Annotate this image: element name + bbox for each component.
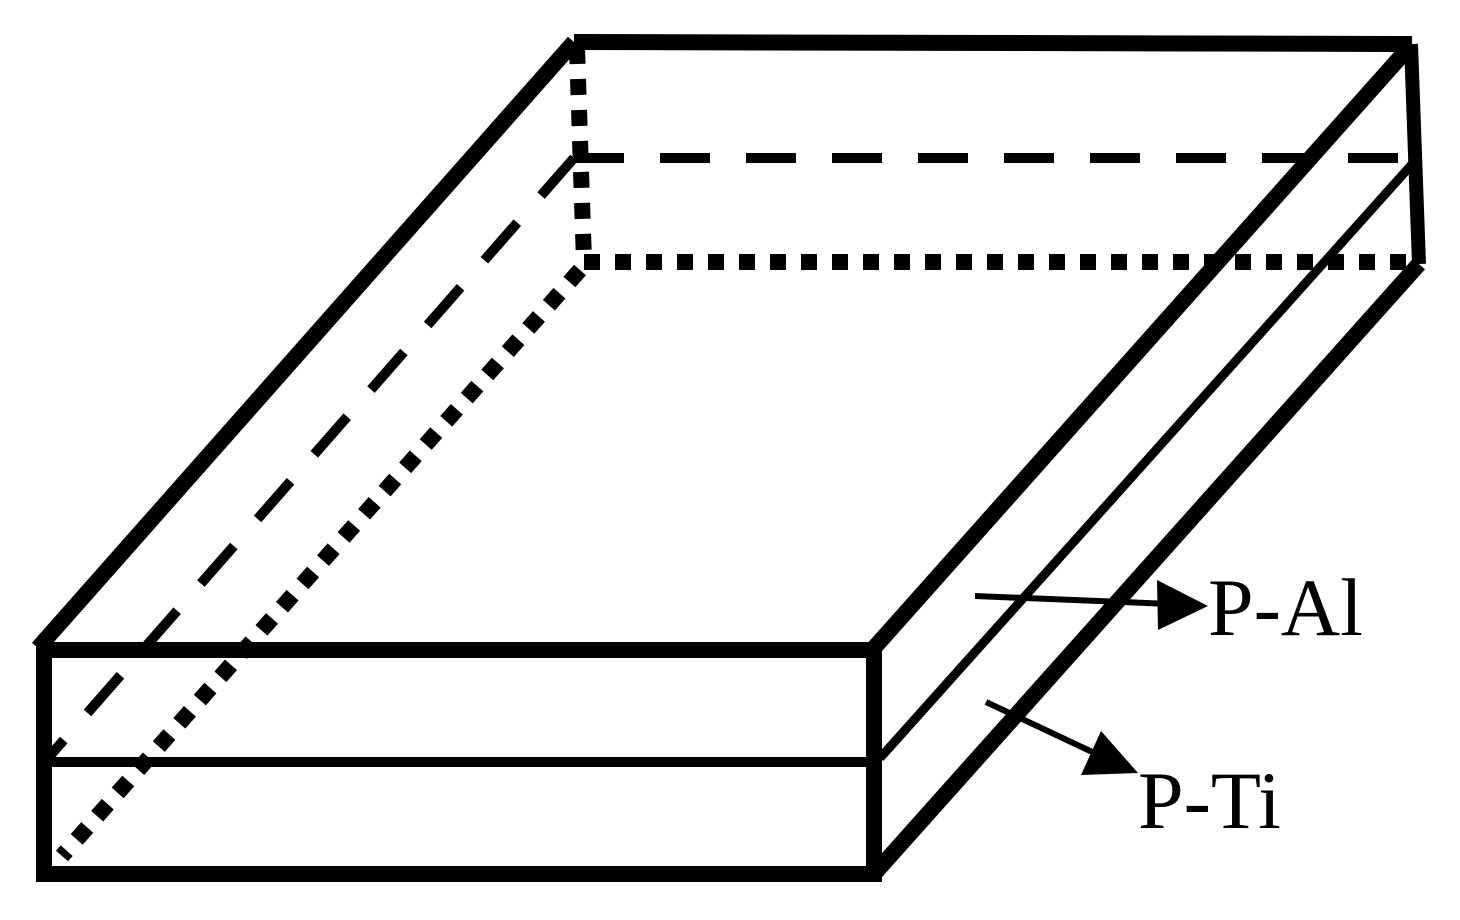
side-face-bottom-edge bbox=[868, 258, 1425, 880]
plate-top-face bbox=[32, 34, 1418, 654]
arrow-top-layer-shaft bbox=[974, 593, 1171, 607]
arrow-top-layer-head bbox=[1157, 580, 1208, 630]
hidden-interface-left-edge bbox=[44, 154, 578, 762]
hidden-back-left-vertical-edge bbox=[569, 47, 592, 263]
top-face-back-edge bbox=[573, 34, 1413, 52]
label-top-layer: P-Al bbox=[1208, 562, 1363, 653]
hidden-bottom-left-edge bbox=[56, 264, 586, 862]
top-face-left-edge bbox=[32, 36, 580, 654]
top-face-right-edge bbox=[868, 38, 1418, 654]
arrow-top-layer bbox=[974, 580, 1208, 630]
label-bottom-layer: P-Ti bbox=[1138, 755, 1281, 846]
arrow-bottom-layer bbox=[984, 699, 1138, 775]
side-face-layer-interface bbox=[876, 158, 1418, 762]
back-right-vertical-edge bbox=[1404, 43, 1426, 265]
arrow-bottom-layer-head bbox=[1081, 731, 1138, 775]
plate-front-face bbox=[36, 642, 882, 882]
arrow-bottom-layer-shaft bbox=[984, 699, 1107, 761]
hidden-bottom-edges bbox=[56, 47, 1412, 862]
hidden-interface-edges bbox=[44, 153, 1412, 762]
